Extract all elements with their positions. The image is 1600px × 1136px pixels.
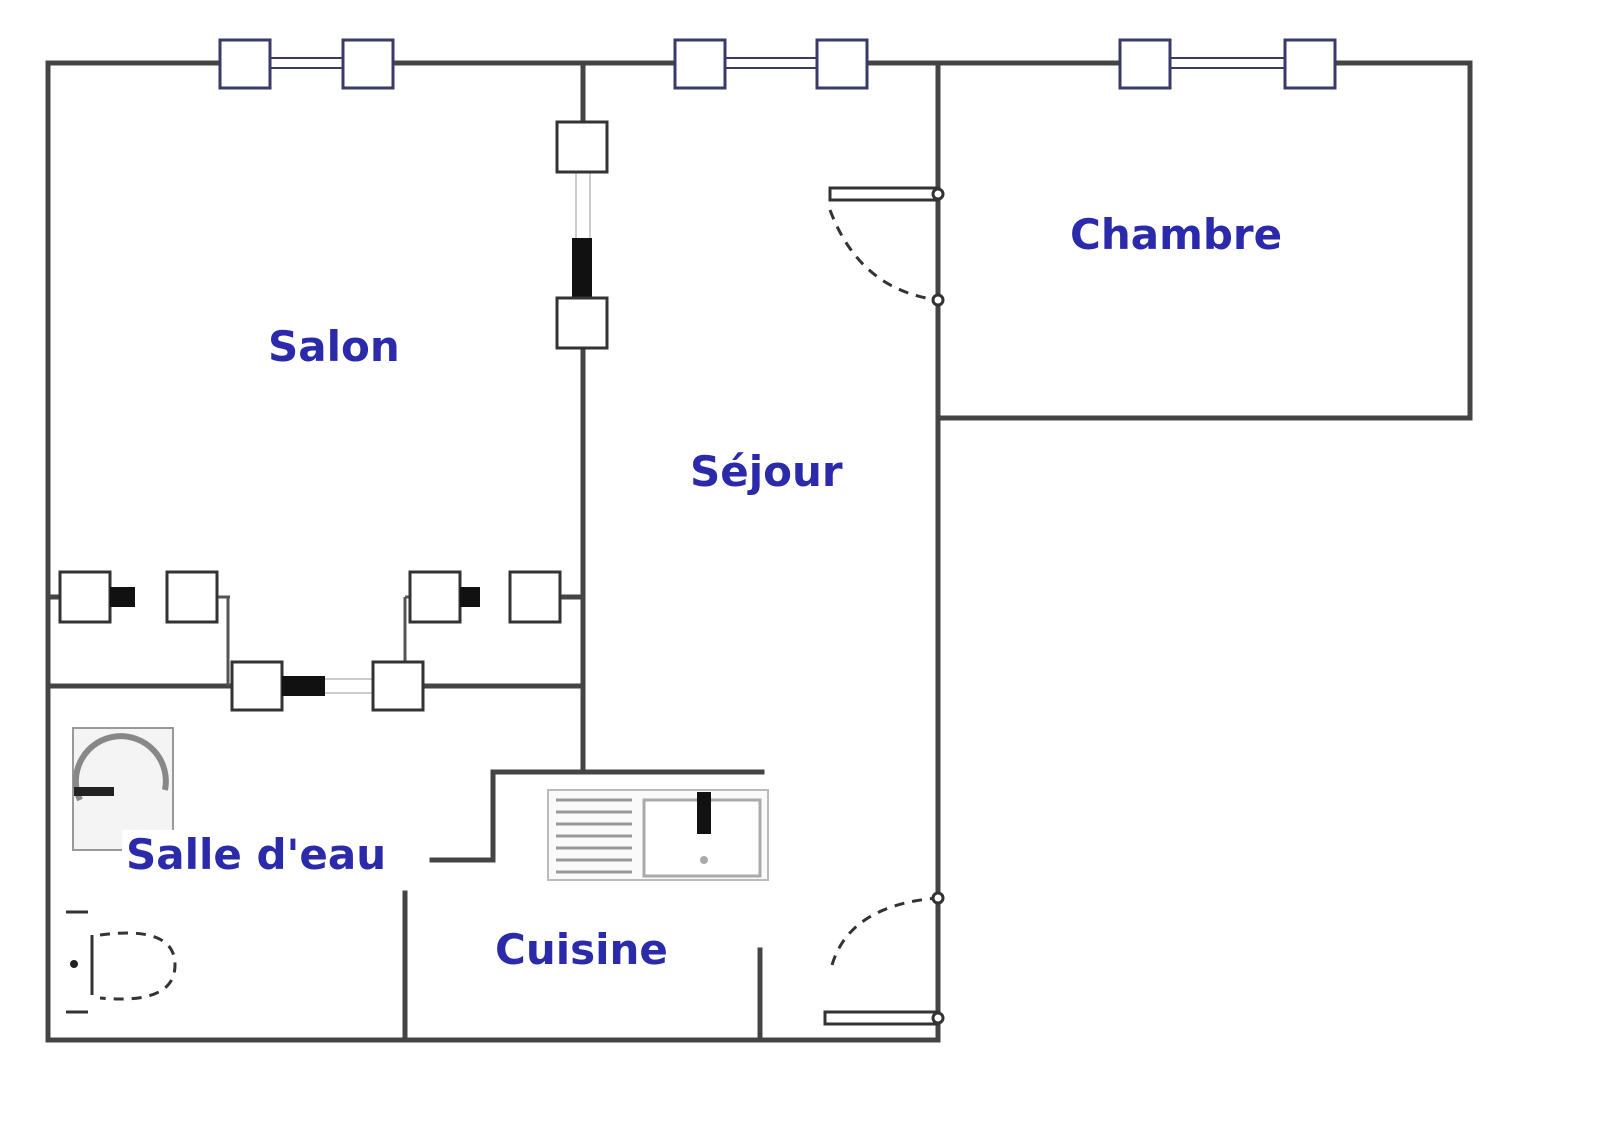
room-label-salon: Salon [268, 322, 400, 371]
sliding-door-salle-deau [230, 660, 425, 712]
sliding-door-right [408, 570, 562, 624]
room-label-sejour: Séjour [690, 447, 843, 496]
sliding-door-left [58, 570, 219, 624]
window-salon [218, 38, 395, 90]
toilet-icon [66, 910, 177, 1014]
room-label-cuisine: Cuisine [495, 925, 668, 974]
sink-icon [547, 789, 769, 881]
sliding-door-salon-sejour [555, 120, 609, 350]
window-sejour [673, 38, 869, 90]
door-entrance [823, 891, 945, 1026]
room-label-salle-deau: Salle d'eau [122, 830, 391, 879]
room-label-chambre: Chambre [1070, 210, 1283, 259]
window-chambre [1118, 38, 1337, 90]
door-chambre [828, 186, 945, 307]
interior-walls [45, 60, 765, 1043]
shower-icon [72, 727, 174, 851]
